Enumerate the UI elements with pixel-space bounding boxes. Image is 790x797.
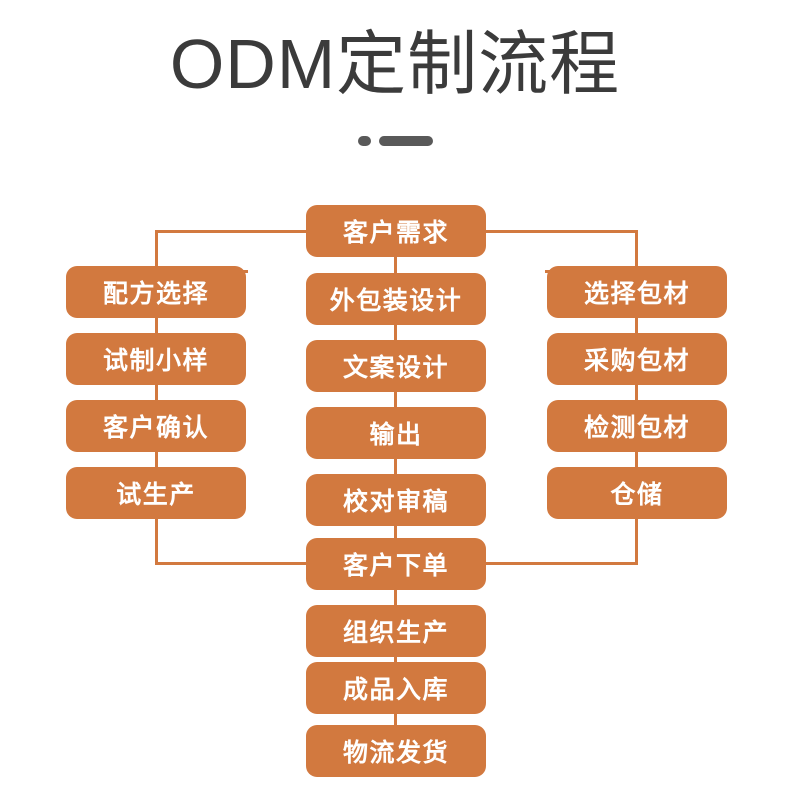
- connector-left-join-vertical: [155, 519, 158, 564]
- node-trial-production[interactable]: 试生产: [66, 467, 246, 519]
- connector-right-join-horizontal: [472, 562, 638, 565]
- node-output[interactable]: 输出: [306, 407, 486, 459]
- connector-left-2-3: [155, 385, 158, 400]
- node-purchase-packaging-material[interactable]: 采购包材: [547, 333, 727, 385]
- node-customer-confirmation[interactable]: 客户确认: [66, 400, 246, 452]
- connector-top-to-left-branch-vertical: [155, 230, 158, 273]
- connector-tail-1-2: [394, 590, 397, 605]
- node-logistics-shipment[interactable]: 物流发货: [306, 725, 486, 777]
- connector-top-to-left-branch-horizontal: [155, 230, 308, 233]
- node-customer-order[interactable]: 客户下单: [306, 538, 486, 590]
- node-proofreading-review[interactable]: 校对审稿: [306, 474, 486, 526]
- connector-right-1-2: [635, 318, 638, 333]
- divider-dash-icon: [378, 136, 433, 146]
- connector-right-3-4: [635, 452, 638, 467]
- connector-left-join-horizontal: [155, 562, 320, 565]
- page-title: ODM定制流程: [169, 25, 621, 103]
- connector-mid-4-to-order: [394, 526, 397, 541]
- header: ODM定制流程: [0, 0, 790, 170]
- connector-mid-3-4: [394, 459, 397, 474]
- connector-mid-1-2: [394, 325, 397, 340]
- connector-right-join-vertical: [635, 519, 638, 564]
- node-trial-sample[interactable]: 试制小样: [66, 333, 246, 385]
- connector-tail-3-4: [394, 713, 397, 728]
- divider-dot-icon: [357, 136, 371, 146]
- connector-top-to-outer-packaging: [394, 257, 397, 273]
- connector-top-to-right-branch-horizontal: [484, 230, 638, 233]
- connector-right-2-3: [635, 385, 638, 400]
- node-inspect-packaging-material[interactable]: 检测包材: [547, 400, 727, 452]
- connector-top-to-right-branch-vertical: [635, 230, 638, 273]
- connector-left-3-4: [155, 452, 158, 467]
- connector-left-1-2: [155, 318, 158, 333]
- node-finished-goods-warehousing[interactable]: 成品入库: [306, 662, 486, 714]
- title-divider: [0, 134, 790, 148]
- node-select-packaging-material[interactable]: 选择包材: [547, 266, 727, 318]
- node-copywriting-design[interactable]: 文案设计: [306, 340, 486, 392]
- connector-mid-2-3: [394, 392, 397, 407]
- node-outer-packaging-design[interactable]: 外包装设计: [306, 273, 486, 325]
- node-warehousing[interactable]: 仓储: [547, 467, 727, 519]
- node-organize-production[interactable]: 组织生产: [306, 605, 486, 657]
- node-customer-requirement[interactable]: 客户需求: [306, 205, 486, 257]
- node-formula-selection[interactable]: 配方选择: [66, 266, 246, 318]
